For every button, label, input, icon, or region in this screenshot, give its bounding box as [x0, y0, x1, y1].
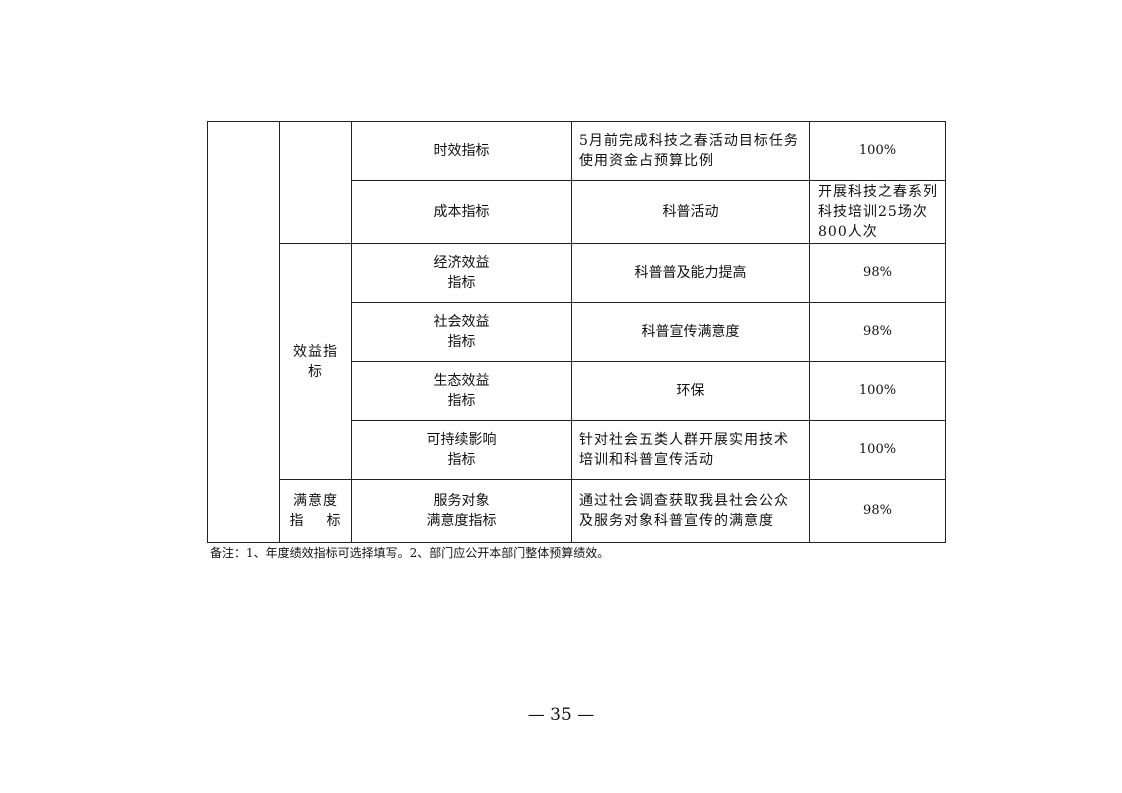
group-label-line: 标 — [308, 363, 323, 380]
indicator-value: 100% — [809, 361, 946, 421]
indicator-line: 可持续影响 — [426, 432, 497, 448]
benefit-indicator-group: 效益指 标 — [279, 243, 352, 480]
table-row: 社会效益 指标 科普宣传满意度 98% — [208, 302, 946, 362]
third-level-indicator: 经济效益 指标 — [351, 243, 572, 303]
indicator-content: 通过社会调查获取我县社会公众及服务对象科普宣传的满意度 — [571, 479, 810, 543]
indicator-value: 98% — [809, 479, 946, 543]
third-level-indicator: 社会效益 指标 — [351, 302, 572, 362]
indicator-line: 指标 — [447, 334, 476, 350]
performance-indicator-table: 时效指标 5月前完成科技之春活动目标任务使用资金占预算比例 100% 成本指标 … — [207, 121, 946, 543]
indicator-value: 100% — [809, 121, 946, 181]
group-label-char: 标 — [326, 513, 342, 529]
first-level-indicator-cell — [207, 121, 280, 543]
table-row: 时效指标 5月前完成科技之春活动目标任务使用资金占预算比例 100% — [207, 121, 946, 543]
indicator-line: 生态效益 — [433, 373, 490, 389]
third-level-indicator: 成本指标 — [351, 180, 572, 244]
indicator-value: 98% — [809, 243, 946, 303]
group-label-char: 指 — [289, 513, 305, 529]
indicator-content: 科普宣传满意度 — [571, 302, 810, 362]
indicator-content: 5月前完成科技之春活动目标任务使用资金占预算比例 — [571, 121, 810, 181]
group-label-line: 效益指 — [293, 343, 338, 360]
indicator-content: 科普普及能力提高 — [571, 243, 810, 303]
table-row: 效益指 标 经济效益 指标 科普普及能力提高 98% — [208, 243, 946, 480]
third-level-indicator: 可持续影响 指标 — [351, 420, 572, 480]
satisfaction-indicator-group: 满意度 指标 — [279, 479, 352, 543]
third-level-indicator: 生态效益 指标 — [351, 361, 572, 421]
indicator-line: 经济效益 — [433, 255, 490, 271]
indicator-line: 社会效益 — [433, 314, 490, 330]
table-row: 生态效益 指标 环保 100% — [208, 361, 946, 421]
indicator-content: 科普活动 — [571, 180, 810, 244]
group-label-line: 指标 — [281, 511, 351, 531]
indicator-line: 服务对象 — [433, 493, 490, 509]
group-label-line: 满意度 — [293, 493, 338, 509]
indicator-value: 100% — [809, 420, 946, 480]
table-footnote: 备注：1、年度绩效指标可选择填写。2、部门应公开本部门整体预算绩效。 — [210, 546, 610, 560]
third-level-indicator: 服务对象 满意度指标 — [351, 479, 572, 543]
indicator-line: 指标 — [447, 393, 476, 409]
second-level-indicator-cell — [279, 121, 352, 244]
indicator-content: 环保 — [571, 361, 810, 421]
indicator-line: 指标 — [447, 275, 476, 291]
indicator-line: 满意度指标 — [426, 513, 497, 529]
indicator-line: 指标 — [447, 452, 476, 468]
table-row: 成本指标 科普活动 开展科技之春系列科技培训25场次800人次 — [208, 180, 946, 244]
table-row: 满意度 指标 服务对象 满意度指标 通过社会调查获取我县社会公众及服务对象科普宣… — [208, 479, 946, 543]
third-level-indicator: 时效指标 — [351, 121, 572, 181]
indicator-value: 开展科技之春系列科技培训25场次800人次 — [809, 180, 946, 244]
page-number: — 35 — — [527, 705, 595, 725]
table-row: 可持续影响 指标 针对社会五类人群开展实用技术培训和科普宣传活动 100% — [208, 420, 946, 480]
indicator-value: 98% — [809, 302, 946, 362]
indicator-content: 针对社会五类人群开展实用技术培训和科普宣传活动 — [571, 420, 810, 480]
